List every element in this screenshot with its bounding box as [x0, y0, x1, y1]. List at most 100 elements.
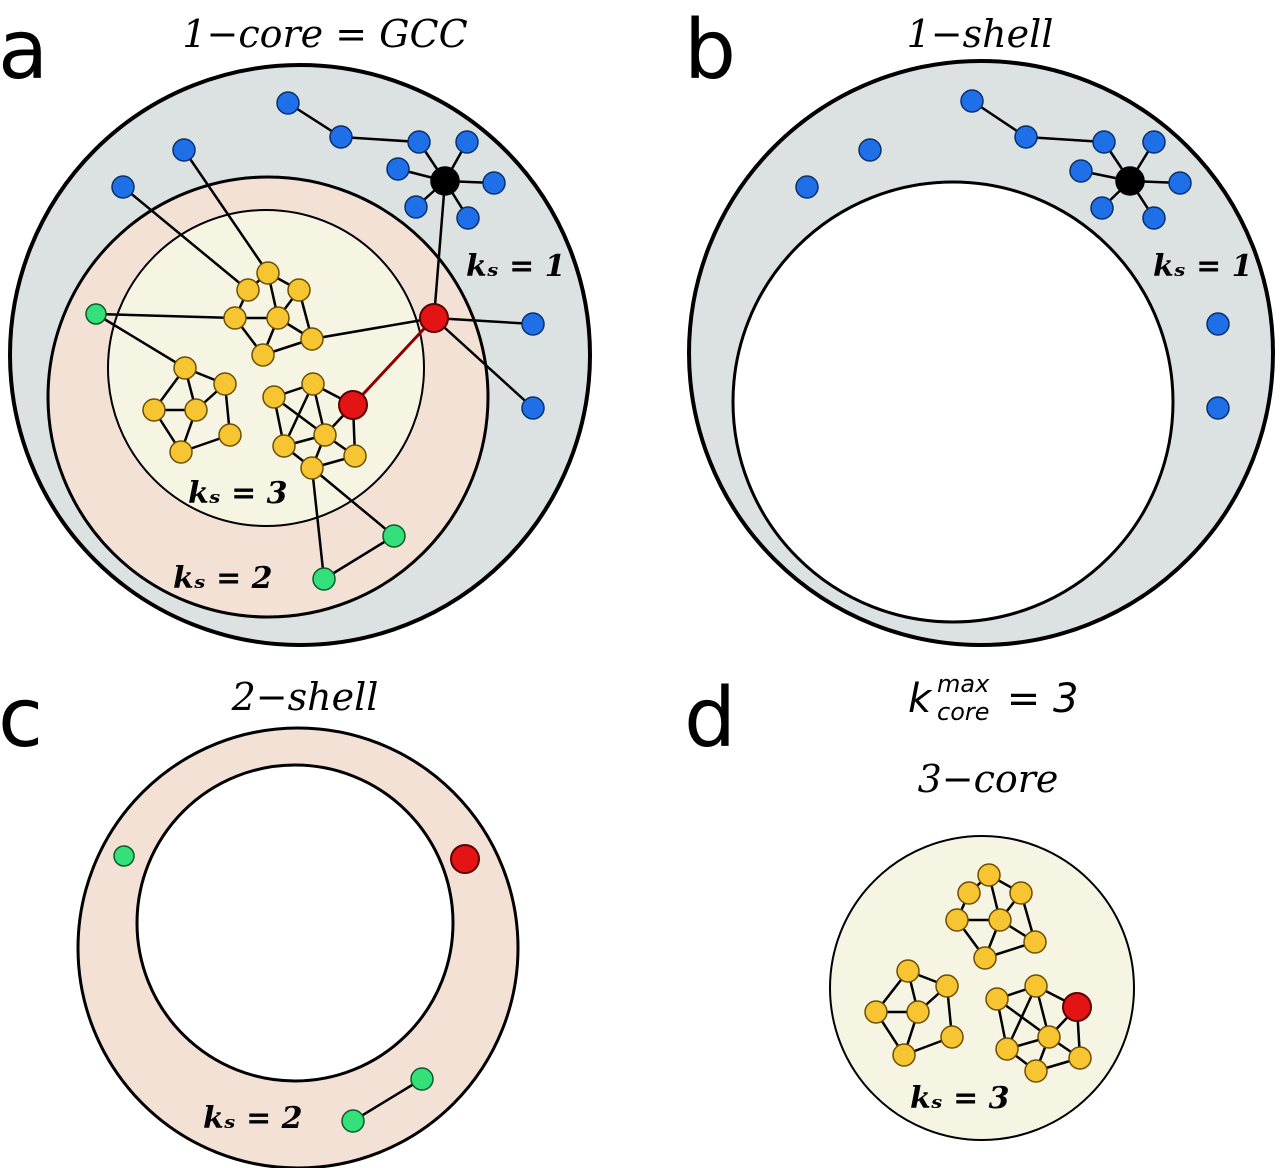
- node-ks1: [521, 312, 545, 336]
- node-ks1: [521, 396, 545, 420]
- node-ks3: [935, 974, 959, 998]
- node-ks1: [404, 195, 428, 219]
- node-ks3: [940, 1025, 964, 1049]
- node-ks3: [896, 959, 920, 983]
- node-ks1: [1206, 312, 1230, 336]
- removed-core-hole: [731, 180, 1175, 624]
- node-ks3: [988, 908, 1012, 932]
- panel-a-label-ks2: kₛ = 2: [173, 561, 273, 596]
- title-k: k: [908, 676, 933, 722]
- node-ks3: [995, 1037, 1019, 1061]
- node-ks1: [1142, 206, 1166, 230]
- node-ks3: [223, 306, 247, 330]
- node-ks3: [184, 398, 208, 422]
- title-eq: = 3: [994, 676, 1078, 722]
- node-ks3: [262, 385, 286, 409]
- node-ks3: [945, 908, 969, 932]
- node-ks1: [111, 175, 135, 199]
- panel-b-letter: b: [684, 3, 736, 98]
- panel-d-title-core: 3−core: [918, 757, 1059, 801]
- panel-c: c 2−shell kₛ = 2: [0, 671, 520, 1168]
- node-ks3: [300, 327, 324, 351]
- node-ks1: [329, 125, 353, 149]
- node-ks3: [169, 440, 193, 464]
- panel-a-letter: a: [0, 3, 48, 98]
- node-ks3: [218, 423, 242, 447]
- node-ks3: [864, 1000, 888, 1024]
- title-sub: core: [937, 698, 990, 726]
- node-ks3: [957, 881, 981, 905]
- node-ks3: [313, 423, 337, 447]
- node-ks2: [113, 845, 135, 867]
- node-ks3: [973, 946, 997, 970]
- node-ks1: [1168, 171, 1192, 195]
- node-ks1: [960, 89, 984, 113]
- node-ks1: [1090, 196, 1114, 220]
- node-ks1: [858, 138, 882, 162]
- node-ks2: [382, 524, 406, 548]
- panel-a-label-ks1: kₛ = 1: [466, 249, 566, 284]
- highlight-node-red: [1062, 992, 1092, 1022]
- panel-d-nodes: [864, 863, 1092, 1083]
- node-ks3: [272, 434, 296, 458]
- panel-a-title: 1−core = GCC: [182, 12, 467, 56]
- node-ks2: [312, 567, 336, 591]
- node-ks3: [1037, 1025, 1061, 1049]
- panel-b-nodes: [795, 89, 1230, 420]
- node-ks3: [256, 261, 280, 285]
- node-ks2: [410, 1067, 434, 1091]
- node-ks1: [276, 91, 300, 115]
- panel-c-label-ks2: kₛ = 2: [203, 1101, 303, 1136]
- highlight-node-red: [419, 303, 449, 333]
- panel-b-label-ks1: kₛ = 1: [1153, 249, 1253, 284]
- panel-a-nodes: [85, 91, 545, 591]
- node-ks3: [1023, 930, 1047, 954]
- node-ks1: [1206, 396, 1230, 420]
- node-ks3: [300, 456, 324, 480]
- node-ks3: [251, 343, 275, 367]
- removed-core-hole: [135, 763, 455, 1083]
- panel-d-letter: d: [684, 671, 736, 766]
- node-ks3: [985, 987, 1009, 1011]
- node-ks1: [172, 138, 196, 162]
- node-ks3: [892, 1043, 916, 1067]
- node-ks3: [1024, 974, 1048, 998]
- node-ks3: [1068, 1046, 1092, 1070]
- node-ks3: [173, 356, 197, 380]
- node-ks3: [142, 398, 166, 422]
- node-ks3: [287, 278, 311, 302]
- panel-b: b 1−shell kₛ: [684, 3, 1275, 647]
- highlight-node-red: [450, 844, 480, 874]
- node-ks3: [906, 1000, 930, 1024]
- panel-c-nodes: [113, 844, 480, 1133]
- panel-d-label-ks3: kₛ = 3: [910, 1081, 1010, 1116]
- node-ks1: [1092, 130, 1116, 154]
- node-ks1: [1069, 159, 1093, 183]
- node-ks3: [343, 444, 367, 468]
- node-ks3: [301, 372, 325, 396]
- node-ks3: [977, 863, 1001, 887]
- panel-a-label-ks3: kₛ = 3: [188, 476, 288, 511]
- panel-c-title: 2−shell: [231, 675, 379, 719]
- node-ks2: [85, 303, 107, 325]
- panel-a: a 1−core = GCC: [0, 3, 592, 647]
- node-ks2: [341, 1109, 365, 1133]
- title-sup: max: [937, 670, 990, 698]
- node-ks1: [386, 157, 410, 181]
- hub-node: [1115, 166, 1145, 196]
- node-ks1: [456, 206, 480, 230]
- node-ks1: [482, 171, 506, 195]
- hub-node: [430, 166, 460, 196]
- node-ks1: [1142, 130, 1166, 154]
- node-ks1: [407, 130, 431, 154]
- node-ks3: [266, 306, 290, 330]
- node-ks3: [236, 278, 260, 302]
- panel-b-title: 1−shell: [907, 12, 1054, 56]
- highlight-node-red: [338, 390, 368, 420]
- panel-c-edges: [352, 1077, 423, 1123]
- node-ks1: [455, 130, 479, 154]
- panel-c-letter: c: [0, 671, 43, 766]
